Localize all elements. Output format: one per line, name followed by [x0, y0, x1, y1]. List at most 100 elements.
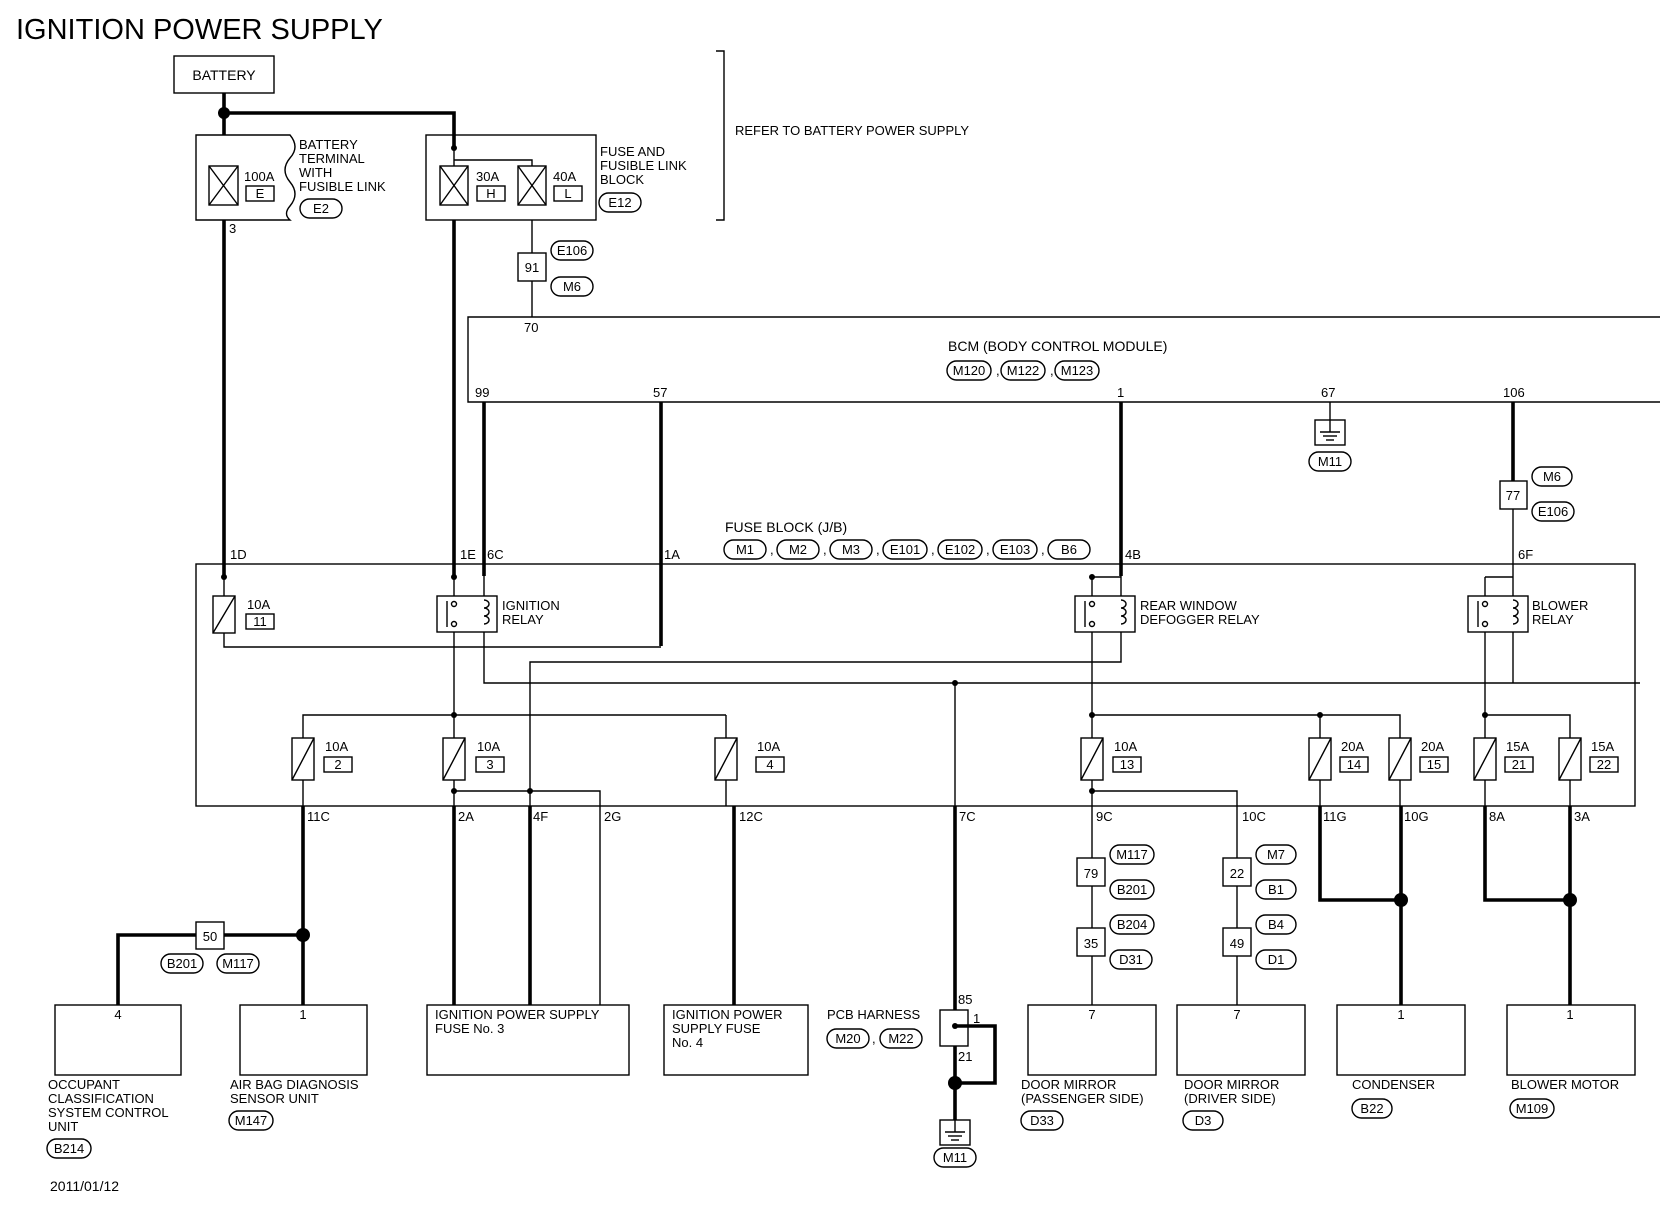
svg-text:12C: 12C	[739, 809, 763, 824]
svg-text:(PASSENGER SIDE): (PASSENGER SIDE)	[1021, 1091, 1144, 1106]
svg-text:3: 3	[486, 757, 493, 772]
svg-text:6F: 6F	[1518, 547, 1533, 562]
fusible-link-block-label: FUSE AND	[600, 144, 665, 159]
svg-text:E2: E2	[313, 201, 329, 216]
refer-bracket	[716, 50, 725, 221]
connector-d1	[1255, 949, 1297, 970]
junction-79	[1076, 857, 1106, 887]
connector-m122	[1000, 360, 1046, 381]
svg-text:1: 1	[299, 1007, 306, 1022]
svg-text:BLOCK: BLOCK	[600, 172, 644, 187]
svg-text:6C: 6C	[487, 547, 504, 562]
junction-35	[1076, 927, 1106, 957]
blower-relay	[1467, 595, 1529, 633]
bcm-module	[467, 316, 1660, 403]
svg-text:D3: D3	[1195, 1113, 1212, 1128]
svg-text:B1: B1	[1268, 882, 1284, 897]
svg-text:7: 7	[1233, 1007, 1240, 1022]
svg-text:M120: M120	[953, 363, 986, 378]
svg-text:M109: M109	[1516, 1101, 1549, 1116]
svg-text:D33: D33	[1030, 1113, 1054, 1128]
svg-text:57: 57	[653, 385, 667, 400]
svg-text:,: ,	[872, 1031, 876, 1046]
bcm-label: BCM (BODY CONTROL MODULE)	[948, 338, 1167, 354]
pcb-harness-label: PCB HARNESS	[827, 1007, 921, 1022]
refer-note: REFER TO BATTERY POWER SUPPLY	[735, 123, 969, 138]
svg-text:B214: B214	[54, 1141, 84, 1156]
connector-m20	[826, 1028, 870, 1049]
connector-m6	[1531, 466, 1573, 487]
svg-text:No. 4: No. 4	[672, 1035, 703, 1050]
connector-m117	[1109, 844, 1155, 865]
svg-text:SUPPLY FUSE: SUPPLY FUSE	[672, 1021, 761, 1036]
svg-text:SYSTEM CONTROL: SYSTEM CONTROL	[48, 1105, 169, 1120]
svg-text:BLOWER: BLOWER	[1532, 598, 1588, 613]
fuse-block-jb	[195, 563, 1636, 807]
ignition-relay	[436, 595, 498, 633]
svg-text:IGNITION: IGNITION	[502, 598, 560, 613]
svg-text:FUSIBLE LINK: FUSIBLE LINK	[600, 158, 687, 173]
connector-b4	[1255, 914, 1297, 935]
svg-text:M147: M147	[235, 1113, 268, 1128]
svg-text:1: 1	[1566, 1007, 1573, 1022]
svg-text:70: 70	[524, 320, 538, 335]
battery-terminal-label: BATTERY	[299, 137, 358, 152]
svg-text:E106: E106	[557, 243, 587, 258]
svg-text:106: 106	[1503, 385, 1525, 400]
connector-m120	[946, 360, 992, 381]
connector-e12	[598, 192, 642, 213]
svg-text:B201: B201	[1117, 882, 1147, 897]
svg-text:M11: M11	[943, 1150, 967, 1165]
svg-text:11C: 11C	[307, 809, 330, 824]
condenser: 1	[1336, 1004, 1466, 1076]
svg-text:10G: 10G	[1404, 809, 1429, 824]
air-bag-diagnosis-sensor-unit: 1	[239, 1004, 368, 1076]
svg-text:M2: M2	[789, 542, 807, 557]
ignition-power-supply-fuse-no4: IGNITION POWER SUPPLY FUSE No. 4	[663, 1004, 809, 1076]
svg-text:,: ,	[770, 542, 774, 557]
fuse-block-label: FUSE BLOCK (J/B)	[725, 519, 847, 535]
svg-text:D1: D1	[1268, 952, 1285, 967]
svg-text:UNIT: UNIT	[48, 1119, 78, 1134]
junction-50	[195, 921, 225, 950]
connector-d3	[1182, 1110, 1224, 1131]
svg-text:100A: 100A	[244, 169, 275, 184]
connector-m147	[228, 1110, 274, 1131]
svg-text:3: 3	[229, 221, 236, 236]
svg-text:,: ,	[876, 542, 880, 557]
svg-text:E: E	[256, 186, 265, 201]
svg-text:22: 22	[1597, 757, 1611, 772]
svg-text:1E: 1E	[460, 547, 476, 562]
svg-text:35: 35	[1084, 936, 1098, 951]
svg-text:IGNITION POWER SUPPLY: IGNITION POWER SUPPLY	[435, 1007, 600, 1022]
svg-text:4: 4	[766, 757, 773, 772]
connector-b201	[160, 953, 204, 974]
svg-text:10A: 10A	[477, 739, 500, 754]
svg-text:50: 50	[203, 929, 217, 944]
svg-text:49: 49	[1230, 936, 1244, 951]
connector-m117	[216, 953, 260, 974]
svg-text:14: 14	[1347, 757, 1361, 772]
svg-text:10C: 10C	[1242, 809, 1266, 824]
connector-m123	[1054, 360, 1100, 381]
svg-text:,: ,	[931, 542, 935, 557]
connector-b214	[46, 1138, 92, 1159]
svg-text:13: 13	[1120, 757, 1134, 772]
svg-text:(DRIVER SIDE): (DRIVER SIDE)	[1184, 1091, 1276, 1106]
svg-text:E103: E103	[1000, 542, 1030, 557]
connector-d31	[1109, 949, 1153, 970]
connector-m11	[1308, 451, 1352, 472]
load-label: AIR BAG DIAGNOSIS	[230, 1077, 359, 1092]
connector-b22	[1351, 1098, 1393, 1119]
diagram-title: IGNITION POWER SUPPLY	[16, 14, 383, 46]
fusible-link-icon	[439, 165, 469, 206]
connector-e2	[299, 198, 343, 219]
svg-text:CLASSIFICATION: CLASSIFICATION	[48, 1091, 154, 1106]
svg-text:B201: B201	[167, 956, 197, 971]
svg-text:M123: M123	[1061, 363, 1094, 378]
svg-text:E102: E102	[945, 542, 975, 557]
svg-text:10A: 10A	[757, 739, 780, 754]
connector-m109	[1509, 1098, 1555, 1119]
svg-text:,: ,	[823, 542, 827, 557]
